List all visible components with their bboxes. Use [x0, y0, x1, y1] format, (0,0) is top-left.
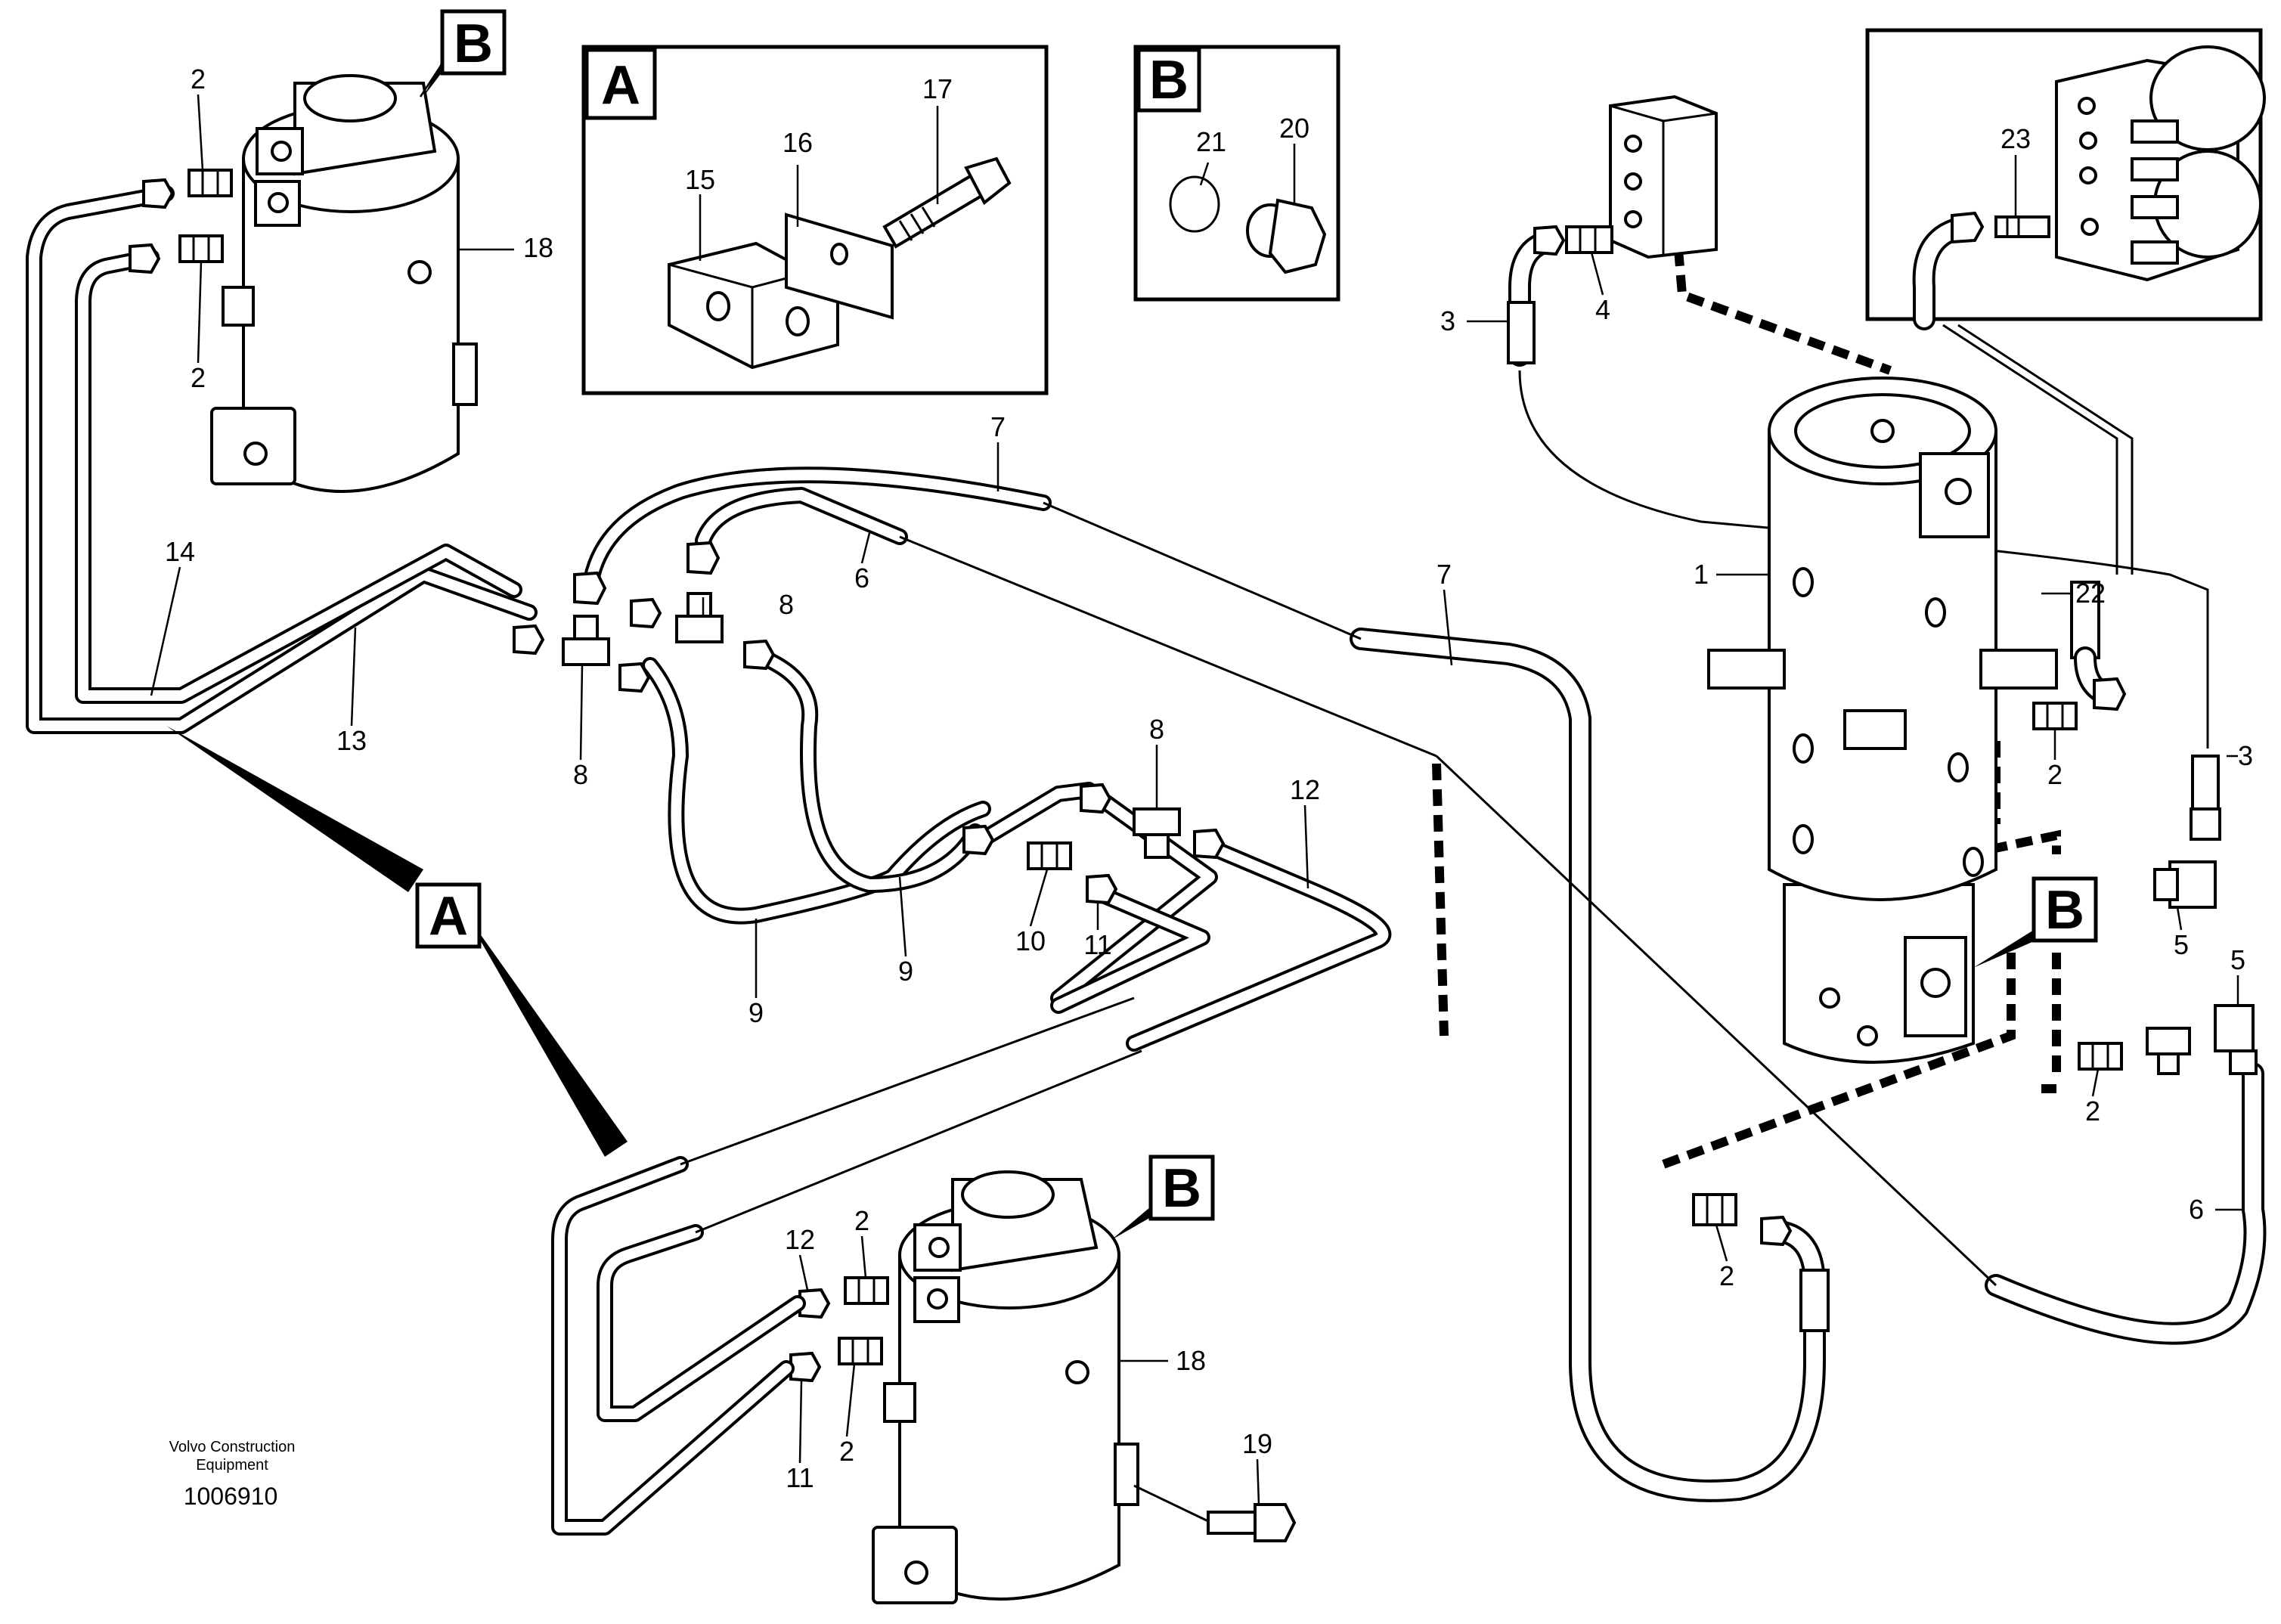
fitting-2-right-upper [2032, 702, 2078, 730]
tee-fitting-8-right [1080, 783, 1226, 860]
callout-a-pointer: A [429, 886, 468, 947]
label-15: 15 [685, 164, 715, 195]
control-valve-block [2055, 45, 2266, 282]
label-23: 23 [2001, 123, 2031, 154]
detail-box-valve: 23 [1865, 28, 2266, 330]
label-4: 4 [1595, 294, 1610, 325]
label-22: 22 [2075, 578, 2106, 609]
fitting-2-right-lower [2078, 1042, 2123, 1071]
detail-a-letter: A [601, 55, 640, 116]
label-7-top: 7 [990, 411, 1006, 442]
label-21: 21 [1196, 126, 1226, 157]
label-16: 16 [783, 127, 813, 158]
elbow-5-lower [2214, 1004, 2258, 1075]
label-3-top: 3 [1440, 305, 1455, 336]
label-19: 19 [1242, 1428, 1272, 1459]
label-14: 14 [165, 536, 195, 567]
fitting-2-bottom-center [1692, 1193, 1737, 1226]
label-6-center: 6 [854, 563, 869, 594]
detail-box-b: B 21 20 [1133, 45, 1340, 302]
detail-b-letter: B [1149, 50, 1189, 110]
central-swivel-joint-1 [1707, 377, 2058, 1064]
connector-block-top [1609, 95, 1718, 259]
label-8-left: 8 [573, 759, 588, 790]
bolt-19 [1133, 1484, 1297, 1542]
fitting-2-top-a [188, 169, 233, 197]
tee-fitting-8-left [513, 615, 651, 693]
label-12-center: 12 [1290, 774, 1320, 805]
label-18-top: 18 [523, 232, 553, 263]
label-12-bottom: 12 [785, 1224, 815, 1255]
label-8-center: 8 [779, 589, 794, 620]
label-2-bottom-a: 2 [854, 1205, 869, 1236]
part-number-labels: 2 2 18 14 13 8 8 6 7 7 8 9 9 10 11 12 3 … [165, 64, 2253, 1493]
fitting-2-bottom-b [838, 1337, 883, 1365]
label-13: 13 [336, 725, 367, 756]
tee-fitting-8-center [630, 592, 776, 671]
label-10: 10 [1015, 925, 1046, 956]
label-17: 17 [922, 73, 953, 104]
company-name-line2: Equipment [196, 1457, 268, 1474]
label-5-upper: 5 [2230, 944, 2245, 975]
label-2-bottom-center: 2 [1719, 1260, 1734, 1291]
plug-20 [1246, 198, 1327, 274]
drawing-number: 1006910 [184, 1483, 278, 1510]
label-2-top-a: 2 [191, 64, 206, 95]
fitting-2-top-b [178, 234, 224, 263]
tee-fitting-lower-right [2146, 1027, 2191, 1075]
label-11-bottom: 11 [786, 1462, 814, 1493]
detail-box-a: A 15 16 17 [581, 45, 1049, 395]
label-8-right: 8 [1149, 714, 1164, 745]
label-2-right-lower: 2 [2085, 1096, 2100, 1127]
bolt-17 [882, 157, 1012, 249]
label-20: 20 [1279, 113, 1309, 144]
label-6-right: 6 [2189, 1194, 2204, 1225]
company-name-line1: Volvo Construction [169, 1439, 296, 1455]
fitting-10 [1027, 841, 1072, 870]
label-5-lower: 5 [2174, 929, 2189, 960]
leader-lines [150, 94, 2242, 1505]
fitting-2-bottom-a [844, 1276, 889, 1305]
o-ring-21 [1169, 175, 1220, 233]
callout-b-top: B [454, 14, 493, 74]
drawing-footer: Volvo Construction Equipment 1006910 [169, 1439, 296, 1510]
label-2-right-upper: 2 [2047, 759, 2063, 790]
label-9-b: 9 [898, 956, 913, 987]
swivel-joint-18-bottom [872, 1170, 1139, 1604]
swivel-joint-18-top [210, 74, 478, 493]
label-7-right: 7 [1436, 559, 1452, 590]
label-11-center: 11 [1083, 929, 1111, 960]
callout-b-right: B [2045, 880, 2084, 941]
label-18-bottom: 18 [1176, 1345, 1206, 1376]
label-2-bottom-b: 2 [839, 1436, 854, 1467]
clamp-plate-16 [785, 212, 894, 320]
fitting-23 [1994, 215, 2050, 238]
callout-b-bottom: B [1162, 1158, 1201, 1219]
label-1: 1 [1694, 559, 1709, 590]
label-3-right: 3 [2238, 740, 2253, 771]
fitting-4 [1565, 225, 1613, 254]
label-2-top-b: 2 [191, 362, 206, 393]
label-9-a: 9 [748, 997, 764, 1028]
elbow-5-upper [2153, 860, 2217, 909]
